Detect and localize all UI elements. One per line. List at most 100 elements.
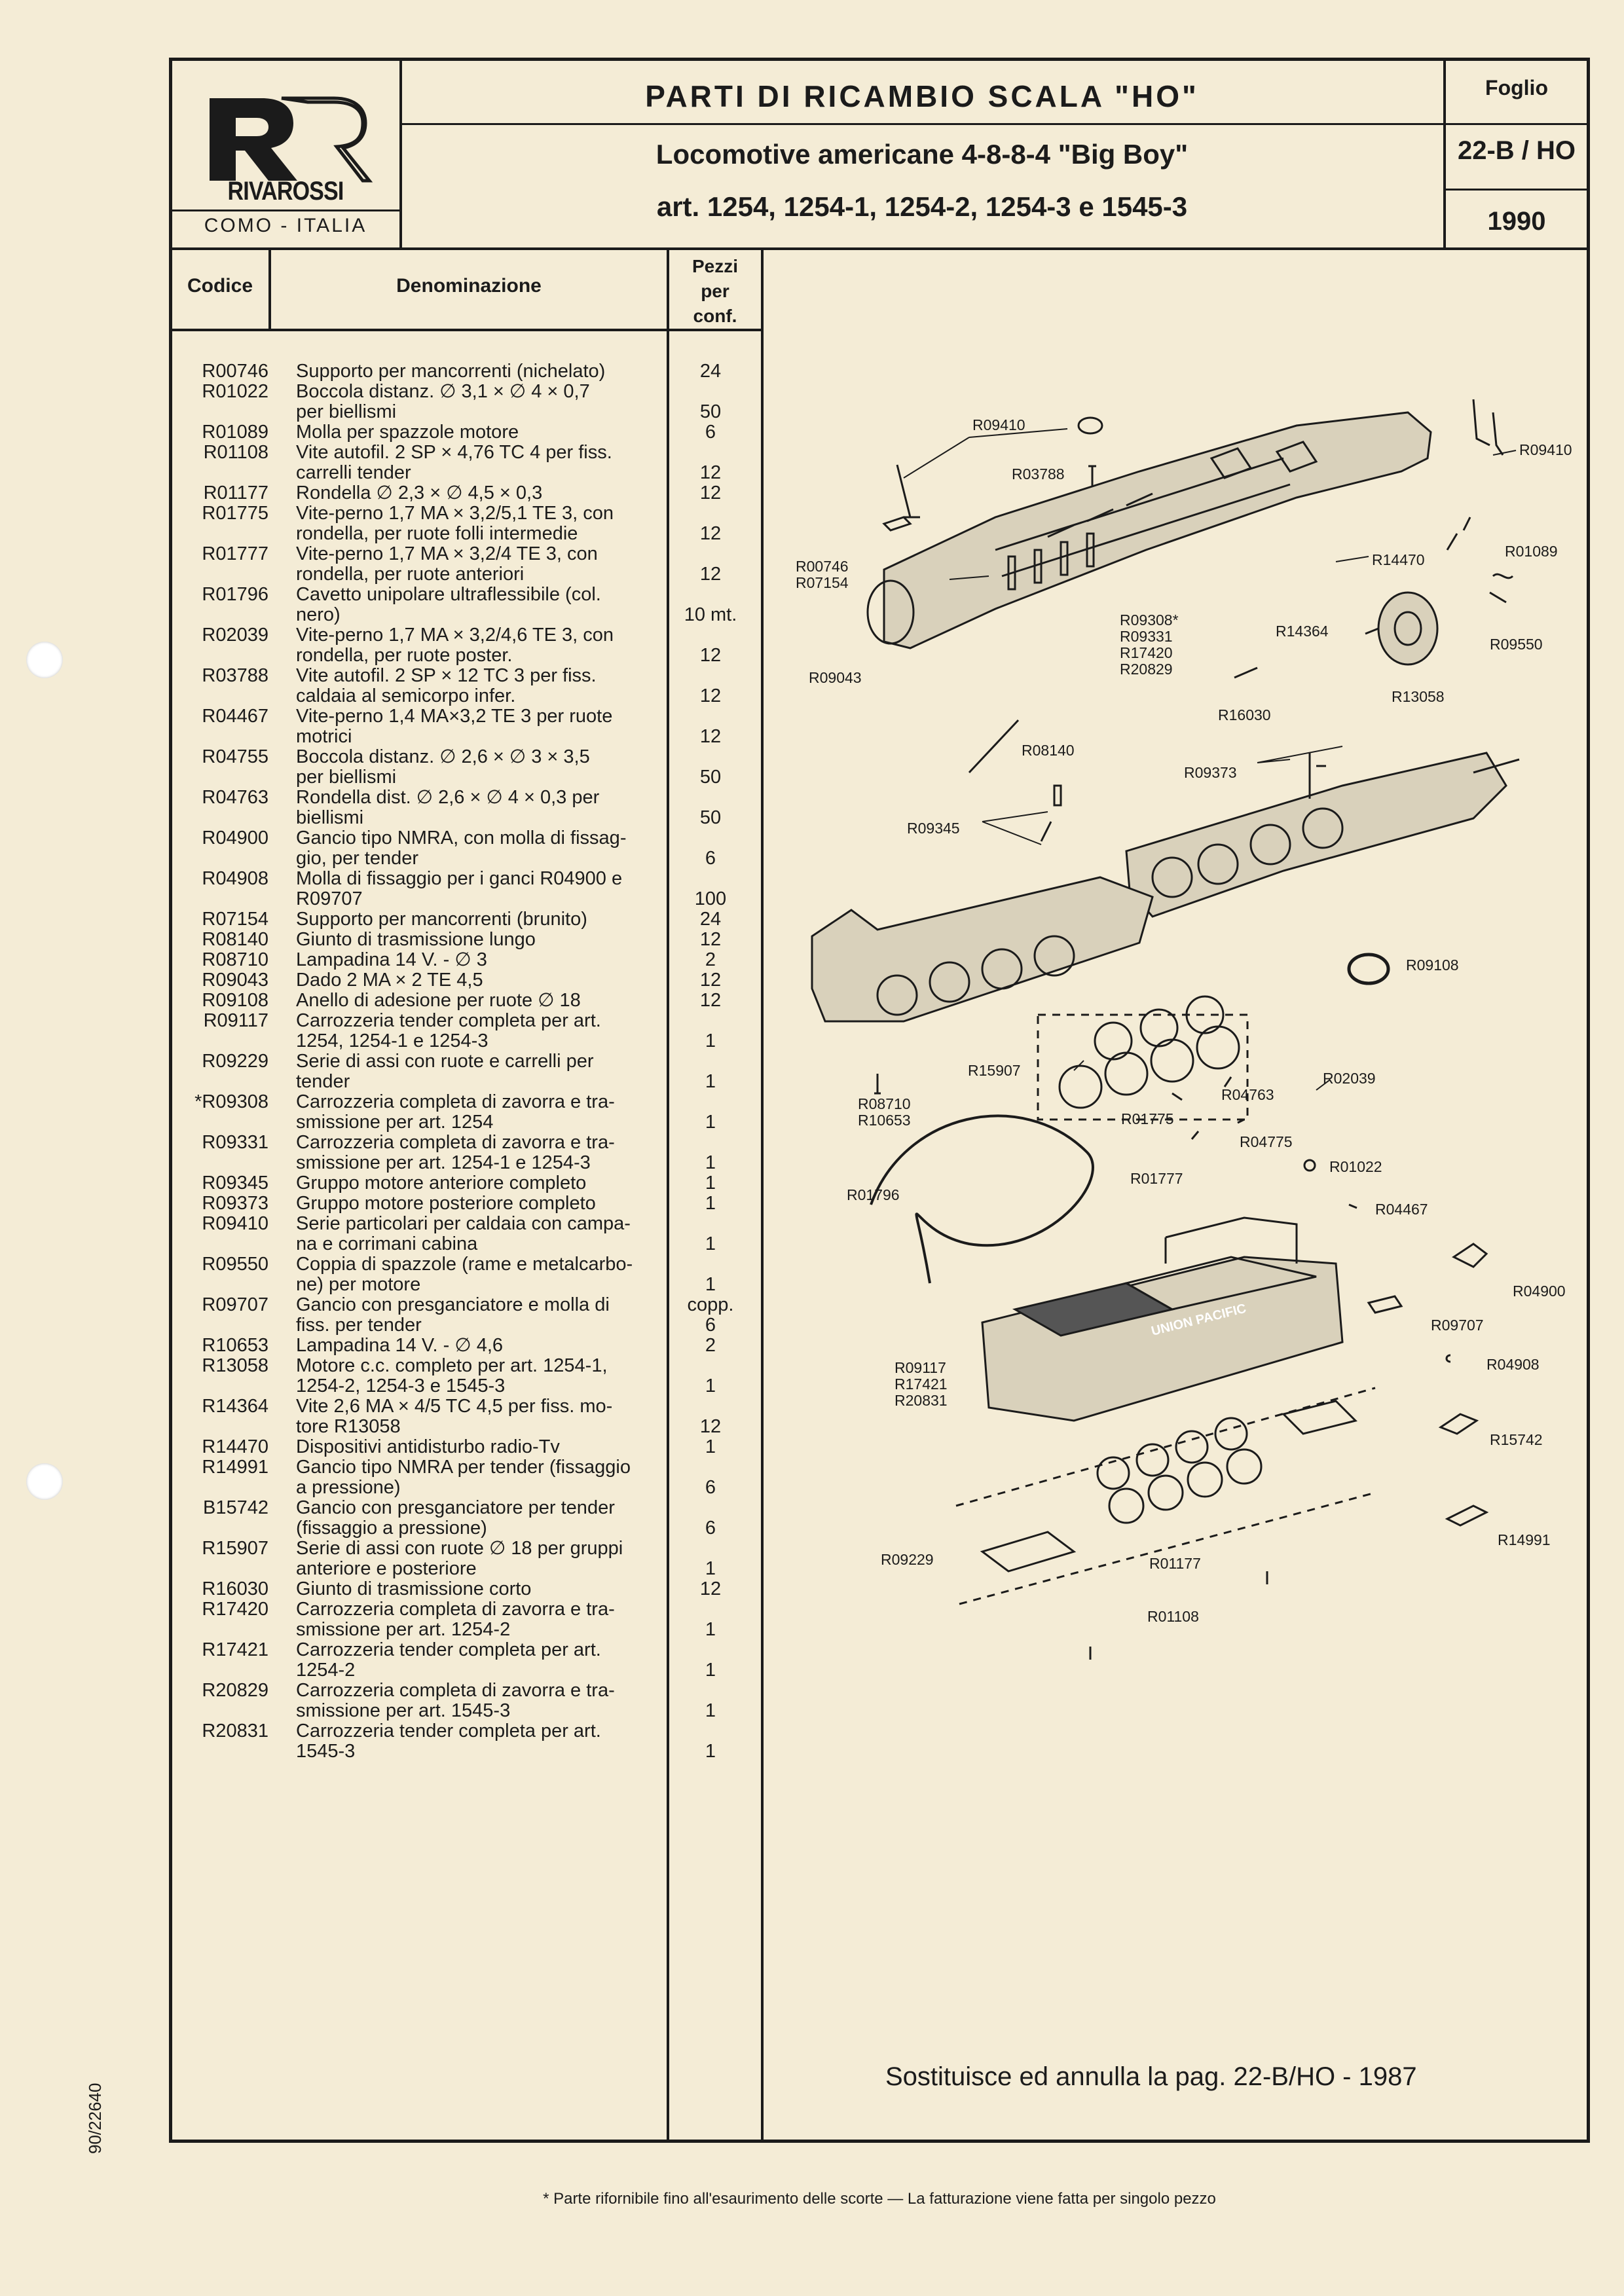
label-r15907: R15907 xyxy=(968,1062,1021,1079)
part-code: *R09308 xyxy=(194,1091,268,1112)
part-quantity: 6 xyxy=(705,1477,716,1498)
part-code: R09373 xyxy=(202,1193,268,1214)
coupler-r09707 xyxy=(1367,1295,1403,1314)
front-motor-group xyxy=(811,876,1154,1023)
part-quantity: 50 xyxy=(699,807,722,828)
binder-hole-top xyxy=(26,642,63,678)
part-quantity: 12 xyxy=(699,462,722,483)
header-divider-1 xyxy=(399,59,402,250)
label-r04467: R04467 xyxy=(1375,1201,1428,1218)
part-code: R04755 xyxy=(202,746,268,767)
part-description: Carrozzeria tender completa per art. 154… xyxy=(296,1721,601,1762)
part-code: R14470 xyxy=(202,1436,268,1457)
part-quantity: 12 xyxy=(699,523,722,544)
screw-r04467 xyxy=(1348,1203,1357,1209)
label-r04900: R04900 xyxy=(1513,1283,1566,1300)
part-code: R17421 xyxy=(202,1639,268,1660)
long-shaft xyxy=(968,719,1020,774)
part-quantity: 1 xyxy=(705,1030,716,1051)
part-code: R17420 xyxy=(202,1599,268,1620)
tender-trucks xyxy=(955,1387,1376,1605)
part-quantity: 1 xyxy=(705,1376,716,1396)
part-code: R01777 xyxy=(202,543,268,564)
part-code: R09345 xyxy=(202,1173,268,1194)
label-r08140: R08140 xyxy=(1022,742,1075,759)
traction-tyre xyxy=(1347,953,1390,985)
part-quantity: 12 xyxy=(699,726,722,747)
sheet-separator-2 xyxy=(1445,189,1589,191)
part-quantity: 12 xyxy=(699,1578,722,1599)
label-r14991: R14991 xyxy=(1498,1531,1551,1548)
title-separator xyxy=(401,123,1445,125)
part-quantity: 1 xyxy=(705,1700,716,1721)
part-code: R08140 xyxy=(202,929,268,950)
part-code: R09550 xyxy=(202,1254,268,1275)
part-quantity: 1 xyxy=(705,1619,716,1640)
part-code: R15907 xyxy=(202,1538,268,1559)
replaces-note: Sostituisce ed annulla la pag. 22-B/HO -… xyxy=(885,2062,1417,2091)
label-r09410-top: R09410 xyxy=(972,416,1025,433)
handrail-part xyxy=(896,464,920,519)
label-r04763: R04763 xyxy=(1221,1086,1274,1103)
header-bottom-line xyxy=(170,247,1589,250)
part-description: Carrozzeria completa di zavorra e tra- s… xyxy=(296,1599,615,1640)
part-code: R01108 xyxy=(203,442,268,463)
part-quantity: 2 xyxy=(705,1335,716,1356)
header-divider-2 xyxy=(1443,59,1446,250)
part-description: Motore c.c. completo per art. 1254-1, 12… xyxy=(296,1355,608,1396)
part-description: Boccola distanz. ∅ 3,1 × ∅ 4 × 0,7 per b… xyxy=(296,381,590,422)
part-description: Vite 2,6 MA × 4/5 TC 4,5 per fiss. mo- t… xyxy=(296,1396,613,1437)
part-quantity: 1 copp. xyxy=(687,1274,734,1315)
part-description: Carrozzeria completa di zavorra e tra- s… xyxy=(296,1091,615,1133)
label-r00746-r07154: R00746 R07154 xyxy=(796,558,849,591)
part-code: R04900 xyxy=(202,828,268,848)
label-r08710-r10653: R08710 R10653 xyxy=(858,1095,911,1129)
table-row: R01108 Vite autofil. 2 SP × 4,76 TC 4 per… xyxy=(177,443,753,483)
part-code: R14991 xyxy=(202,1457,268,1478)
label-r09707: R09707 xyxy=(1431,1317,1484,1334)
screw-r01108 xyxy=(1089,1571,1268,1660)
label-r01775: R01775 xyxy=(1121,1110,1174,1127)
short-shaft xyxy=(1234,666,1258,679)
col-divider-qty xyxy=(667,249,669,2141)
table-row: R15907 Serie di assi con ruote ∅ 18 per g… xyxy=(177,1539,753,1579)
part-description: Dispositivi antidisturbo radio-Tv xyxy=(296,1436,560,1457)
part-description: Serie di assi con ruote ∅ 18 per gruppi … xyxy=(296,1538,623,1579)
part-description: Vite-perno 1,7 MA × 3,2/4,6 TE 3, con ro… xyxy=(296,625,614,666)
wheel-set-r15907 xyxy=(1037,995,1249,1121)
sheet-label: Foglio xyxy=(1485,76,1548,100)
part-description: Vite autofil. 2 SP × 4,76 TC 4 per fiss.… xyxy=(296,442,612,483)
label-r04775: R04775 xyxy=(1240,1133,1293,1150)
bulb-r08710 xyxy=(874,1074,881,1095)
label-r09043: R09043 xyxy=(809,669,862,686)
part-quantity: 1 xyxy=(705,1193,716,1214)
part-code: R07154 xyxy=(202,909,268,930)
exploded-diagram: UNION PACIFIC xyxy=(811,399,1520,1660)
part-code: R09108 xyxy=(202,990,268,1011)
part-quantity: 6 xyxy=(705,422,716,443)
label-r09550: R09550 xyxy=(1490,636,1543,653)
part-quantity: 12 xyxy=(699,564,722,585)
part-quantity: 50 xyxy=(699,401,722,422)
model-subtitle: Locomotive americane 4-8-8-4 "Big Boy" xyxy=(655,139,1189,170)
part-description: Vite-perno 1,7 MA × 3,2/4 TE 3, con rond… xyxy=(296,543,598,585)
label-r03788: R03788 xyxy=(1012,465,1065,483)
label-r09108: R09108 xyxy=(1406,957,1459,974)
leader-lines xyxy=(903,428,1517,1091)
part-quantity: 6 xyxy=(705,848,716,869)
table-row: R17420 Carrozzeria completa di zavorra e … xyxy=(177,1599,753,1640)
part-description: Supporto per mancorrenti (nichelato) xyxy=(296,361,606,382)
